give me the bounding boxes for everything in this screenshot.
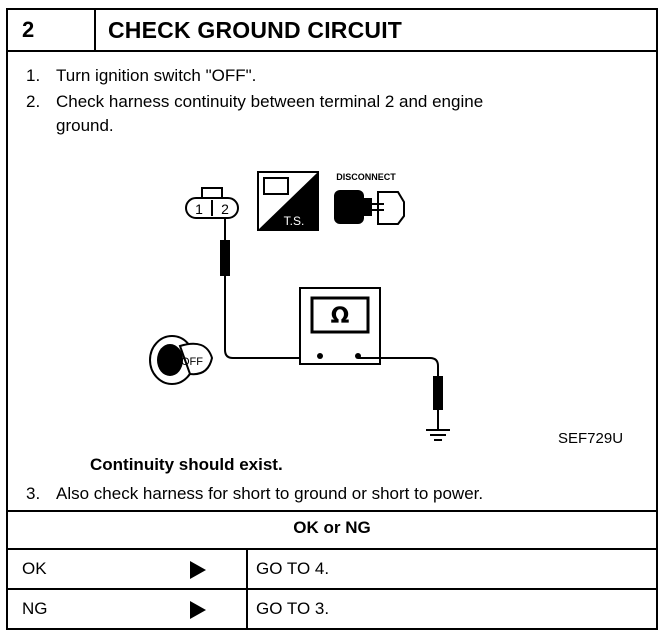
instruction-3: 3. Also check harness for short to ground…	[26, 482, 483, 506]
divider	[8, 510, 656, 512]
instruction-number: 2.	[26, 92, 41, 111]
decision-label: NG	[22, 599, 48, 618]
instruction-number: 1.	[26, 66, 41, 85]
ground-icon	[426, 429, 450, 441]
instruction-text: Turn ignition switch "OFF".	[56, 66, 257, 85]
right-arrow-icon	[190, 561, 206, 579]
instruction-text: Also check harness for short to ground o…	[56, 484, 484, 503]
continuity-check-illustration: 1 2 T.S. DISCONNECT Ω	[149, 171, 450, 441]
ts-label: T.S.	[284, 214, 305, 228]
probe-left	[220, 240, 230, 276]
figure-reference-code: SEF729U	[558, 430, 624, 447]
column-divider	[246, 590, 248, 628]
decision-action: GO TO 3.	[256, 599, 330, 618]
connector-pin-2: 2	[221, 201, 229, 217]
step-header: 2 CHECK GROUND CIRCUIT	[8, 10, 656, 52]
connector-pin-1: 1	[195, 201, 203, 217]
decision-row-ng: NG GO TO 3.	[8, 588, 656, 628]
ohm-symbol: Ω	[331, 304, 350, 329]
disconnect-icon: DISCONNECT	[334, 172, 405, 225]
column-divider	[246, 550, 248, 588]
disconnect-label: DISCONNECT	[336, 172, 396, 182]
step-number: 2	[8, 10, 96, 50]
instruction-2: 2. Check harness continuity between termi…	[26, 90, 483, 114]
instruction-number: 3.	[26, 484, 41, 503]
decision-title: OK or NG	[293, 518, 371, 537]
harness-connector: 1 2	[185, 187, 239, 219]
instruction-2-cont: ground.	[56, 116, 114, 135]
instruction-1: 1. Turn ignition switch "OFF".	[26, 64, 256, 88]
ohmmeter: Ω	[299, 287, 381, 365]
procedure-card: 2 CHECK GROUND CIRCUIT 1. Turn ignition s…	[6, 8, 658, 630]
instruction-text: Check harness continuity between termina…	[56, 92, 484, 111]
step-title: CHECK GROUND CIRCUIT	[108, 17, 403, 43]
right-arrow-icon	[190, 601, 206, 619]
ts-icon: T.S.	[257, 171, 319, 231]
decision-label: OK	[22, 559, 47, 578]
continuity-note: Continuity should exist.	[90, 455, 283, 474]
ignition-key-icon: OFF	[149, 335, 214, 385]
key-off-label: OFF	[181, 356, 203, 368]
decision-action: GO TO 4.	[256, 559, 330, 578]
decision-row-ok: OK GO TO 4.	[8, 548, 656, 588]
probe-right	[433, 376, 443, 410]
